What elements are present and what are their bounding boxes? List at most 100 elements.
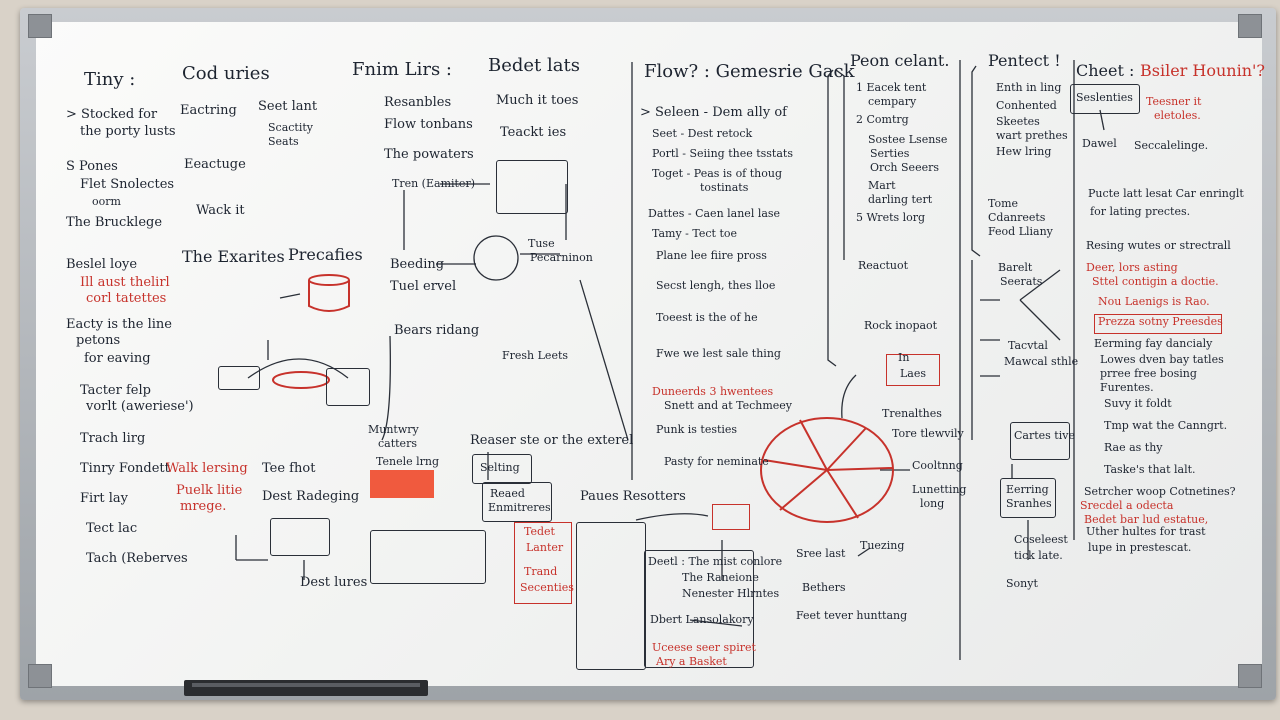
col8-red-item: Teesner it	[1146, 95, 1202, 108]
col4-item: Reaser ste or the exterel	[470, 433, 634, 448]
col7-item: Seerats	[1000, 275, 1043, 288]
col8-red-item: eletoles.	[1154, 109, 1201, 122]
col5-item: Nenester Hlrntes	[682, 587, 780, 600]
col6-item: Lunetting	[912, 483, 967, 496]
col4-item: Tuse	[528, 237, 555, 250]
col2-item: The Exarites	[182, 247, 285, 266]
col1-item: S Pones	[66, 159, 118, 174]
col5-item: Toeest is the of he	[656, 311, 758, 324]
col5-item: Paues Resotters	[580, 489, 686, 504]
col5-item: Seet - Dest retock	[652, 127, 753, 140]
col2-item: Dest Radeging	[262, 489, 360, 504]
col2-item: Seats	[268, 135, 299, 148]
col5-item: tostinats	[700, 181, 749, 194]
col5-item: Plane lee fiire pross	[656, 249, 767, 262]
col3-item: Resanbles	[384, 95, 452, 110]
red-box	[886, 354, 940, 386]
col2-item: Scactity	[268, 121, 313, 134]
col1-item: > Stocked for	[66, 107, 158, 122]
col7-item: wart prethes	[996, 129, 1068, 142]
col6-item: Trenalthes	[882, 407, 942, 420]
col4-item: Selting	[480, 461, 520, 474]
diagram-box	[482, 482, 552, 522]
col1-item: Eacty is the line	[66, 317, 172, 332]
col1-item: petons	[76, 333, 121, 348]
col3-item: Tuel ervel	[390, 279, 457, 294]
col4-item: Enmitreres	[488, 501, 551, 514]
marker-tray	[184, 680, 428, 696]
col5-item: Fwe we lest sale thing	[656, 347, 781, 360]
col7-heading: Pentect !	[988, 51, 1061, 70]
col6-item: 2 Comtrg	[856, 113, 909, 126]
col6-item: darling tert	[868, 193, 933, 206]
col4-item: Tedet	[524, 525, 555, 538]
col2-heading: Cod uries	[182, 63, 270, 84]
col1-item: The Brucklege	[66, 215, 163, 230]
col4-item: Much it toes	[496, 93, 579, 108]
col1-item: Tect lac	[86, 521, 138, 536]
col8-item: Dawel	[1082, 137, 1117, 150]
col2-item: Seet lant	[258, 99, 318, 114]
col4-item: Pecarninon	[530, 251, 593, 264]
col7-item: Cartes tive	[1014, 429, 1075, 442]
col5-item: Tamy - Tect toe	[652, 227, 738, 240]
col6-item: Rock inopaot	[864, 319, 938, 332]
col8-item: Seslenties	[1076, 91, 1133, 104]
col8-red-item: Nou Laenigs is Rao.	[1098, 295, 1210, 308]
col7-item: Tacvtal	[1008, 339, 1048, 352]
col5-item: > Seleen - Dem ally of	[640, 105, 787, 120]
col6-item: Bethers	[802, 581, 846, 594]
col6-item: Tore tlewvily	[892, 427, 964, 440]
col5-item: Dbert Lansolakory	[650, 613, 754, 626]
col5-heading: Flow? : Gemesrie Gack	[644, 61, 855, 82]
col4-item: Teackt ies	[500, 125, 567, 140]
col1-item: for eaving	[84, 351, 151, 366]
col6-heading: Peon celant.	[850, 51, 950, 70]
col3-item: Bears ridang	[394, 323, 480, 338]
frame-corner	[1238, 14, 1262, 38]
diagram-box	[1070, 84, 1140, 114]
col6-item: Feet tever hunttang	[796, 609, 908, 622]
col5-item: Snett and at Techmeey	[664, 399, 793, 412]
col5-item: The Raneione	[682, 571, 759, 584]
col5-item: Deetl : The mist conlore	[648, 555, 783, 568]
col6-item: Serties	[870, 147, 910, 160]
col7-item: Enth in ling	[996, 81, 1062, 94]
red-box	[712, 504, 750, 530]
col1-item: Tach (Reberves	[86, 551, 188, 566]
col7-item: Skeetes	[996, 115, 1040, 128]
col6-item: long	[920, 497, 945, 510]
diagram-box	[576, 522, 646, 670]
diagram-box	[326, 368, 370, 406]
col5-item: Dattes - Caen lanel lase	[648, 207, 781, 220]
col3-item: Tenele lrng	[376, 455, 440, 468]
diagram-box	[1000, 478, 1056, 518]
red-highlight	[370, 470, 434, 498]
col8-red-item: Prezza sotny Preesdes	[1098, 315, 1223, 328]
col6-item: Sree last	[796, 547, 846, 560]
col7-item: Mawcal sthle	[1004, 355, 1079, 368]
col7-item: Coseleest	[1014, 533, 1068, 546]
col1-item: oorm	[92, 195, 121, 208]
col2-item: Wack it	[196, 203, 245, 218]
col1-item: Trach lirg	[80, 431, 146, 446]
diagram-box	[644, 550, 754, 668]
col1-item: Beslel loye	[66, 257, 138, 272]
col6-item: 1 Eacek tent	[856, 81, 927, 94]
col3-item: catters	[378, 437, 417, 450]
col6-item: Orch Seeers	[870, 161, 939, 174]
col6-item: Laes	[900, 367, 927, 380]
frame-corner	[28, 664, 52, 688]
col8-item: for lating prectes.	[1090, 205, 1191, 218]
col3-item: Muntwry	[368, 423, 419, 436]
col4-item: Fresh Leets	[502, 349, 569, 362]
col1-item: Ill aust thelirl	[80, 275, 170, 290]
col7-item: Tome	[988, 197, 1019, 210]
col7-item: Sonyt	[1006, 577, 1038, 590]
col2-item: Eeactuge	[184, 157, 246, 172]
col3-heading: Fnim Lirs :	[352, 59, 452, 80]
col8-item: Tmp wat the Canngrt.	[1104, 419, 1228, 432]
red-box	[1094, 314, 1222, 334]
col6-item: Reactuot	[858, 259, 909, 272]
